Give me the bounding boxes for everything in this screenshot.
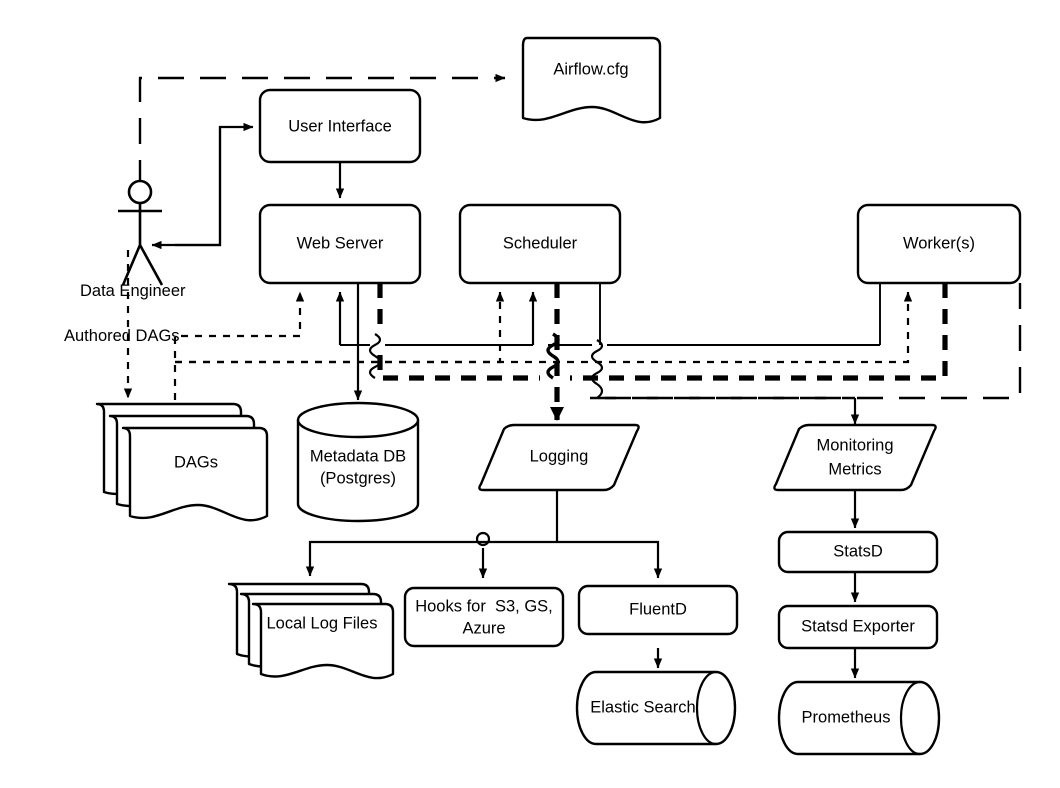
node-scheduler[interactable]: Scheduler: [458, 203, 622, 285]
line-jump-2: [368, 355, 382, 379]
node-fluentd[interactable]: FluentD: [577, 584, 739, 636]
node-label-dags: DAGs: [174, 453, 218, 471]
edge-workers-to-monitoring: [590, 283, 1022, 400]
node-statsd[interactable]: StatsD: [777, 530, 939, 574]
node-metadata-db[interactable]: Metadata DB (Postgres): [296, 401, 420, 523]
edge-layer: [123, 73, 1022, 679]
node-label-prometheus: Prometheus: [802, 708, 891, 726]
node-label-hooks-line2: Azure: [462, 619, 505, 637]
node-user-interface[interactable]: User Interface: [258, 88, 422, 164]
line-jump-7: [596, 383, 604, 399]
edge-userinterface-to-engineer: [151, 127, 222, 250]
node-label-metadata-db-line1: Metadata DB: [310, 447, 406, 465]
node-label-statsd: StatsD: [833, 542, 883, 560]
node-label-elastic-search: Elastic Search: [590, 698, 695, 716]
edge-engineer-to-airflowcfg: [138, 73, 506, 186]
node-dags[interactable]: DAGs: [95, 402, 269, 522]
edge-dags-to-workers: [175, 291, 913, 364]
caption-authored-dags: Authored DAGs: [64, 327, 180, 345]
node-logging[interactable]: Logging: [478, 423, 640, 492]
node-elastic-search[interactable]: Elastic Search: [575, 670, 737, 746]
actor-data-engineer[interactable]: Data Engineer: [80, 179, 186, 300]
node-monitoring-metrics[interactable]: Monitoring Metrics: [773, 423, 937, 492]
line-jump-6: [590, 361, 604, 385]
edge-logging-to-fluentd: [557, 540, 663, 579]
node-label-web-server: Web Server: [297, 234, 384, 252]
edge-dags-to-webserver: [173, 291, 305, 400]
node-label-local-log-files: Local Log Files: [267, 614, 378, 632]
edge-dags-to-scheduler: [175, 291, 505, 364]
line-jump-4: [546, 354, 560, 380]
actor-leg-right: [138, 244, 164, 286]
actor-leg-left: [121, 244, 142, 286]
node-label-scheduler: Scheduler: [503, 234, 578, 252]
edge-logging-to-locallogs: [305, 540, 557, 577]
node-local-log-files[interactable]: Local Log Files: [227, 582, 395, 680]
node-web-server[interactable]: Web Server: [258, 203, 422, 285]
line-jump-3: [546, 332, 560, 358]
edge-webserver-to-logging: [377, 355, 540, 381]
node-airflow-cfg[interactable]: Airflow.cfg: [521, 36, 662, 124]
node-prometheus[interactable]: Prometheus: [777, 680, 941, 756]
node-workers[interactable]: Worker(s): [856, 203, 1022, 285]
node-label-user-interface: User Interface: [288, 117, 392, 135]
line-jump-1: [368, 333, 382, 357]
node-label-hooks-line1: Hooks for S3, GS,: [415, 597, 553, 615]
edge-workers-to-logging: [570, 283, 948, 381]
node-statsd-exporter[interactable]: Statsd Exporter: [777, 604, 939, 650]
line-jump-dot: [475, 531, 491, 547]
node-label-logging: Logging: [530, 447, 589, 465]
node-label-fluentd: FluentD: [629, 600, 687, 618]
node-label-statsd-exporter: Statsd Exporter: [801, 617, 915, 635]
node-label-metadata-db-line2: (Postgres): [320, 469, 396, 487]
actor-label-data-engineer: Data Engineer: [80, 282, 186, 300]
edge-engineer-to-userinterface: [175, 122, 254, 247]
node-label-airflow-cfg: Airflow.cfg: [553, 60, 628, 78]
node-label-workers: Worker(s): [903, 234, 975, 252]
node-hooks[interactable]: Hooks for S3, GS, Azure: [403, 586, 565, 648]
node-label-monitoring-metrics-line1: Monitoring: [816, 436, 893, 454]
actor-head-icon: [127, 179, 153, 205]
line-jump-5: [590, 339, 604, 363]
node-label-monitoring-metrics-line2: Metrics: [828, 460, 881, 478]
